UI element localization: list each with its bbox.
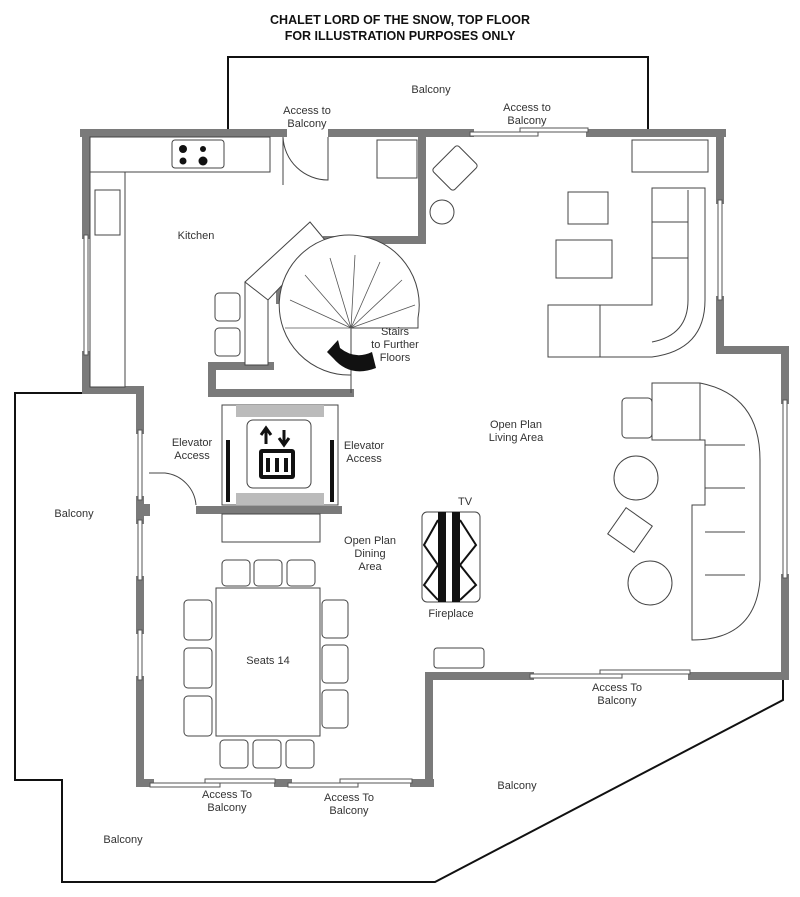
label-balcony-bottom-right: Balcony xyxy=(497,780,537,792)
elevator[interactable] xyxy=(221,404,339,543)
label-elevator-access-right: Elevator Access xyxy=(343,440,385,465)
label-balcony-bottom-left: Balcony xyxy=(103,834,143,846)
label-access-balcony-top-left: Access to Balcony xyxy=(283,105,331,130)
label-stairs: Stairs to Further Floors xyxy=(371,326,419,364)
dining-table xyxy=(183,559,349,769)
label-dining-area: Open Plan Dining Area xyxy=(344,535,396,573)
label-balcony-top: Balcony xyxy=(411,84,451,96)
label-access-balcony-bottom-left: Access To Balcony xyxy=(202,789,252,814)
label-access-balcony-right: Access To Balcony xyxy=(592,682,642,707)
walls xyxy=(80,129,789,787)
stairs-arrow-icon xyxy=(327,340,376,372)
label-balcony-left: Balcony xyxy=(54,508,94,520)
balcony-lower-outline xyxy=(14,392,784,883)
balcony-top-outline xyxy=(227,56,649,135)
label-tv: TV xyxy=(457,496,473,508)
windows xyxy=(83,127,788,788)
title-line-1: CHALET LORD OF THE SNOW, TOP FLOOR xyxy=(270,13,530,27)
door-kitchen-balcony[interactable] xyxy=(282,136,329,185)
dining-chairs xyxy=(183,559,349,769)
label-seats: Seats 14 xyxy=(246,655,290,667)
fireplace-tv xyxy=(421,511,481,603)
stove-icon xyxy=(171,139,225,169)
kitchen-counters xyxy=(89,136,418,388)
label-elevator-access-left: Elevator Access xyxy=(171,437,213,462)
floor-plan-title: CHALET LORD OF THE SNOW, TOP FLOOR FOR I… xyxy=(0,12,800,44)
title-line-2: FOR ILLUSTRATION PURPOSES ONLY xyxy=(284,29,516,43)
elevator-icon xyxy=(259,425,295,479)
label-access-balcony-top-right: Access to Balcony xyxy=(503,102,551,127)
label-living-area: Open Plan Living Area xyxy=(488,419,544,444)
label-fireplace: Fireplace xyxy=(428,608,474,620)
door-dining[interactable] xyxy=(149,472,197,506)
label-kitchen: Kitchen xyxy=(177,230,215,242)
living-furniture xyxy=(429,139,761,669)
label-access-balcony-bottom-mid: Access To Balcony xyxy=(324,792,374,817)
spiral-stairs[interactable] xyxy=(278,234,420,393)
